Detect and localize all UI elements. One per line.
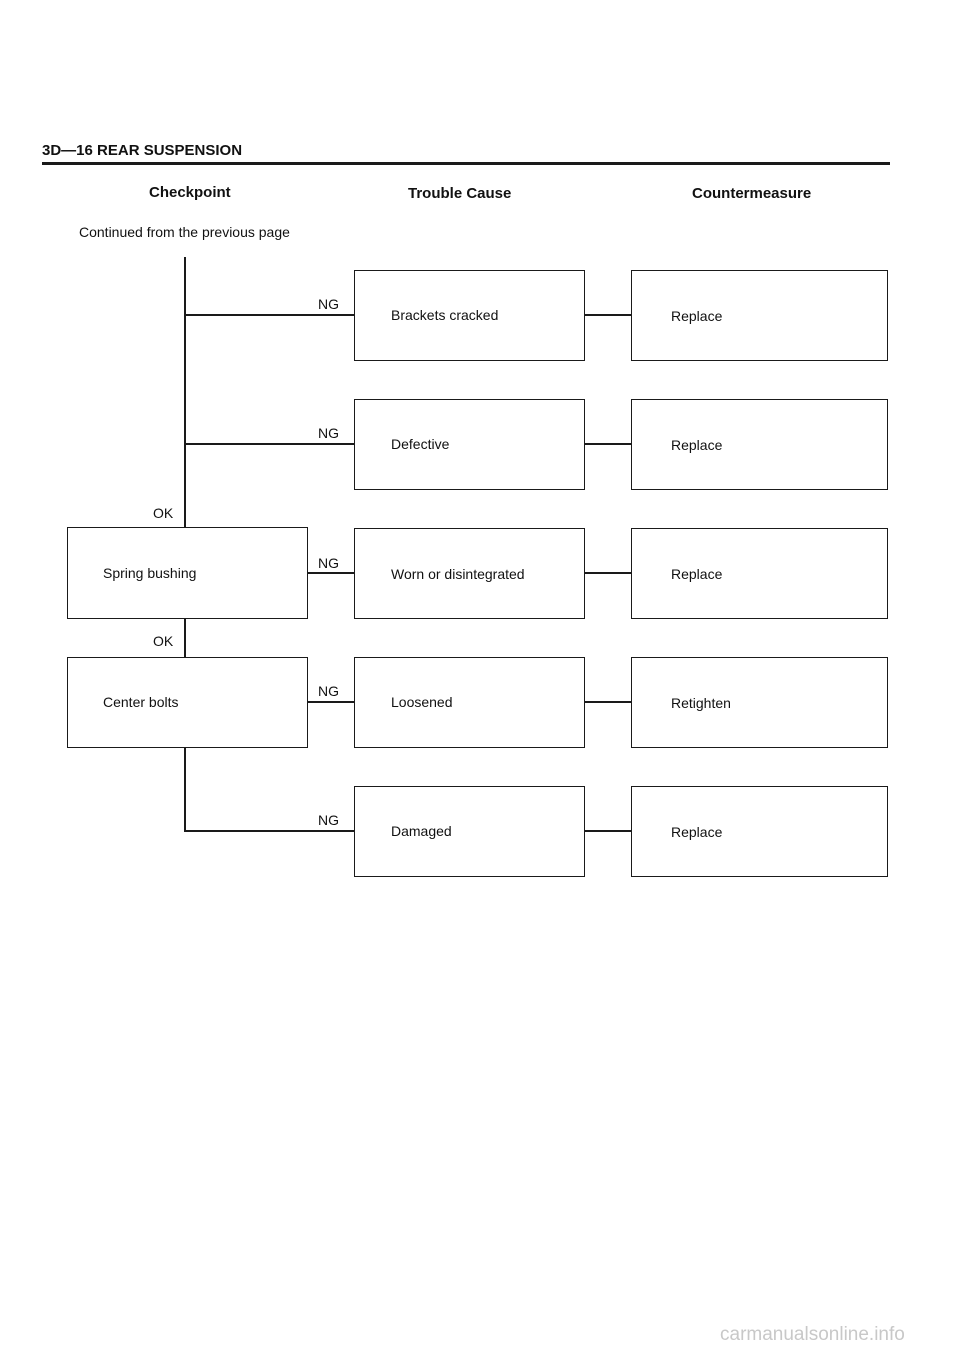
ng-label-row-5: NG bbox=[318, 812, 339, 828]
continued-note: Continued from the previous page bbox=[79, 224, 290, 240]
column-countermeasure: Countermeasure bbox=[692, 185, 812, 202]
cause-label: Defective bbox=[391, 436, 450, 452]
cause-measure-connector-1 bbox=[585, 314, 631, 316]
checkpoint-label: Spring bushing bbox=[103, 565, 197, 581]
ok-label-1: OK bbox=[153, 505, 174, 521]
trunk-line-bottom bbox=[184, 748, 186, 830]
ng-label-row-4: NG bbox=[318, 683, 339, 699]
column-trouble-cause: Trouble Cause bbox=[408, 185, 512, 202]
cause-label: Damaged bbox=[391, 823, 452, 839]
watermark-text: carmanualsonline.info bbox=[720, 1324, 905, 1345]
connector-row-1 bbox=[184, 314, 354, 316]
cause-box-row-4: Loosened bbox=[354, 657, 585, 748]
ng-label-row-3: NG bbox=[318, 555, 339, 571]
cause-label: Worn or disintegrated bbox=[391, 566, 525, 582]
cause-box-row-1: Brackets cracked bbox=[354, 270, 585, 361]
cause-label: Brackets cracked bbox=[391, 307, 499, 323]
cause-box-row-2: Defective bbox=[354, 399, 585, 490]
cause-measure-connector-4 bbox=[585, 701, 631, 703]
trunk-line-middle bbox=[184, 619, 186, 657]
measure-box-row-3: Replace bbox=[631, 528, 888, 619]
measure-box-row-5: Replace bbox=[631, 786, 888, 877]
cause-label: Loosened bbox=[391, 694, 453, 710]
checkpoint-label: Center bolts bbox=[103, 694, 179, 710]
measure-label: Replace bbox=[671, 824, 723, 840]
cause-measure-connector-5 bbox=[585, 830, 631, 832]
header-rule bbox=[42, 162, 890, 165]
connector-row-3 bbox=[308, 572, 354, 574]
measure-label: Replace bbox=[671, 308, 723, 324]
connector-row-4 bbox=[308, 701, 354, 703]
measure-box-row-2: Replace bbox=[631, 399, 888, 490]
cause-box-row-3: Worn or disintegrated bbox=[354, 528, 585, 619]
measure-label: Replace bbox=[671, 437, 723, 453]
cause-box-row-5: Damaged bbox=[354, 786, 585, 877]
cause-measure-connector-2 bbox=[585, 443, 631, 445]
column-checkpoint: Checkpoint bbox=[149, 184, 231, 201]
measure-box-row-4: Retighten bbox=[631, 657, 888, 748]
checkpoint-box-center-bolts: Center bolts bbox=[67, 657, 308, 748]
ng-label-row-2: NG bbox=[318, 425, 339, 441]
measure-label: Replace bbox=[671, 566, 723, 582]
section-header: 3D—16 REAR SUSPENSION bbox=[42, 142, 243, 159]
checkpoint-box-spring-bushing: Spring bushing bbox=[67, 527, 308, 619]
connector-row-5 bbox=[184, 830, 354, 832]
ok-label-2: OK bbox=[153, 633, 174, 649]
measure-label: Retighten bbox=[671, 695, 731, 711]
cause-measure-connector-3 bbox=[585, 572, 631, 574]
connector-row-2 bbox=[184, 443, 354, 445]
measure-box-row-1: Replace bbox=[631, 270, 888, 361]
trunk-line-top bbox=[184, 257, 186, 527]
ng-label-row-1: NG bbox=[318, 296, 339, 312]
